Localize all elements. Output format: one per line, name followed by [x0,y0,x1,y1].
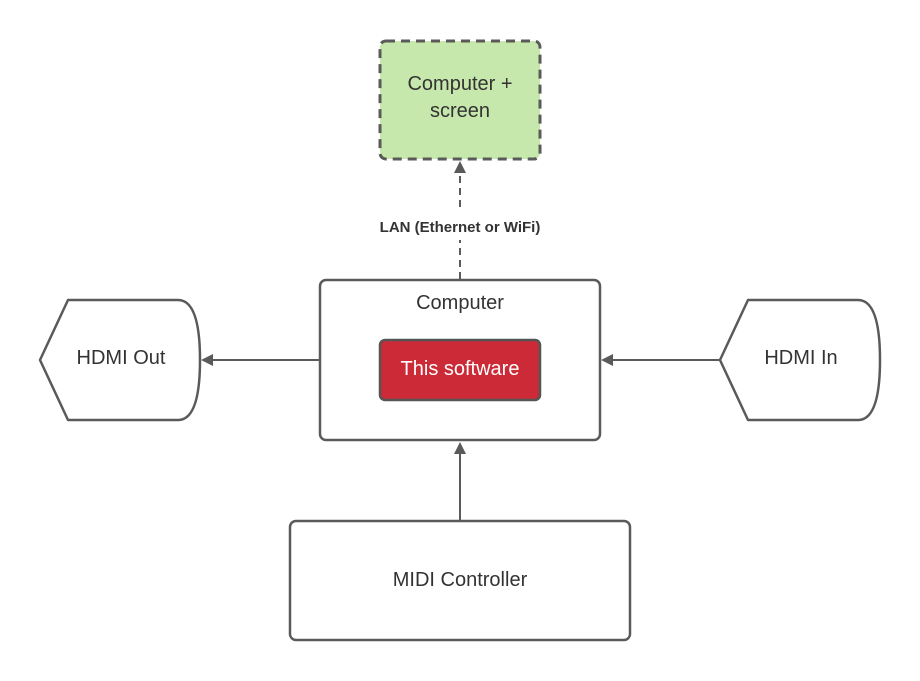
software-label: This software [401,358,520,380]
lan-connection: LAN (Ethernet or WiFi) [360,161,560,279]
remote-computer-label-line2: screen [430,100,490,122]
remote-computer-node: Computer + screen [378,39,542,161]
computer-node: Computer This software [318,278,602,442]
hdmi-out-label: HDMI Out [77,347,166,369]
hdmi-in-node: HDMI In [718,298,882,422]
hdmi-out-node: HDMI Out [38,298,202,422]
software-box [378,338,542,402]
midi-controller-node: MIDI Controller [288,519,632,642]
computer-label: Computer [416,292,504,314]
hdmi-out-shape [38,298,202,422]
hdmi-in-label: HDMI In [764,347,837,369]
software-node: This software [378,338,542,402]
hdmi-in-shape [718,298,882,422]
midi-controller-label: MIDI Controller [393,569,528,591]
lan-label-background [360,212,560,240]
lan-label: LAN (Ethernet or WiFi) [380,219,541,236]
remote-computer-label-line1: Computer + [407,73,512,95]
midi-controller-box [288,519,632,642]
remote-computer-box [378,39,542,161]
